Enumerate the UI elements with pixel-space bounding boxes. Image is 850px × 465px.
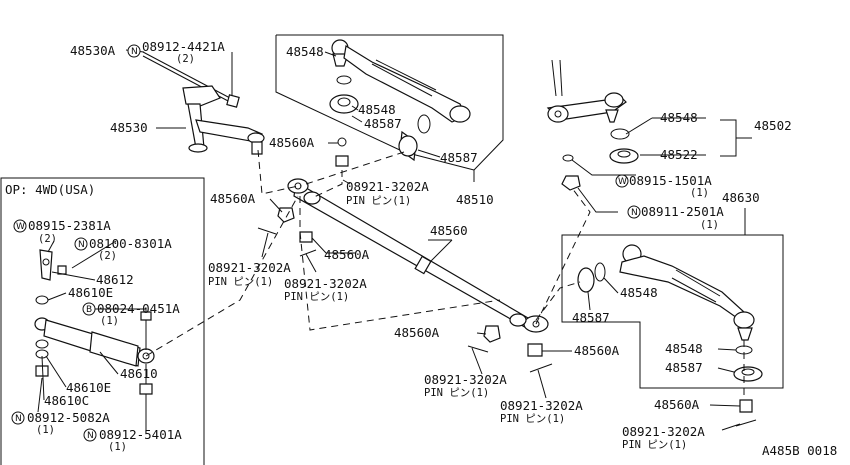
symbol-w-2: [13, 219, 27, 233]
label-48560A-f: 48560A: [574, 343, 620, 358]
tie-rod-end-48510: [329, 39, 471, 162]
label-08921-3202A-c: 08921-3202A: [284, 276, 367, 291]
label-08921-3202A-b: 08921-3202A: [208, 260, 291, 275]
svg-text:B: B: [86, 305, 92, 315]
label-08912-4421A: 08912-4421A: [142, 39, 225, 54]
label-48587-d: 48587: [665, 360, 703, 375]
label-48548-d: 48548: [620, 285, 658, 300]
svg-text:W: W: [618, 177, 627, 187]
pin-label-d: PIN ピン(1): [424, 387, 489, 399]
svg-text:N: N: [78, 240, 85, 250]
symbol-n-3: [74, 237, 88, 251]
svg-text:N: N: [131, 47, 138, 57]
label-48610: 48610: [120, 366, 158, 381]
idler-arm-48530: [142, 51, 265, 155]
symbol-n-4: [11, 411, 25, 425]
label-48548-c: 48548: [660, 110, 698, 125]
label-48587-b: 48587: [440, 150, 478, 165]
label-48502: 48502: [754, 118, 792, 133]
pin-label-f: PIN ピン(1): [622, 439, 687, 451]
label-08915-1501A: 08915-1501A: [629, 173, 712, 188]
label-08921-3202A-e: 08921-3202A: [500, 398, 583, 413]
svg-text:W: W: [16, 222, 25, 232]
label-08912-5401A: 08912-5401A: [99, 427, 182, 442]
label-48630: 48630: [722, 190, 760, 205]
qty-08912-4421A: (2): [176, 53, 195, 65]
box-48510: [276, 34, 504, 171]
label-48530: 48530: [110, 120, 148, 135]
label-48610E-b: 48610E: [66, 380, 111, 395]
diagram-code: A485B 0018: [762, 443, 837, 458]
svg-text:N: N: [87, 431, 94, 441]
symbol-w-1: [615, 174, 629, 188]
qty-08915-1501A: (1): [690, 187, 709, 199]
circled-symbols: N W N W N B N N: [11, 44, 641, 442]
dashed-connectors: [145, 149, 745, 400]
pin-label-e: PIN ピン(1): [500, 413, 565, 425]
label-08024-0451A: 08024-0451A: [97, 301, 180, 316]
label-48548-b: 48548: [358, 102, 396, 117]
symbol-n-5: [83, 428, 97, 442]
symbol-n-2: [627, 205, 641, 219]
label-48610E-a: 48610E: [68, 285, 113, 300]
label-08911-2501A: 08911-2501A: [641, 204, 724, 219]
option-label: OP: 4WD(USA): [5, 182, 95, 197]
label-08915-2381A: 08915-2381A: [28, 218, 111, 233]
qty-08912-5082A: (1): [36, 424, 55, 436]
svg-text:N: N: [631, 208, 638, 218]
symbol-b-1: [82, 302, 96, 316]
pin-label-c: PIN ピン(1): [284, 291, 349, 303]
label-48587-c: 48587: [572, 310, 610, 325]
pin-label-a: PIN ピン(1): [346, 195, 411, 207]
label-48610C: 48610C: [44, 393, 89, 408]
qty-08024-0451A: (1): [100, 315, 119, 327]
qty-08100-8301A: (2): [98, 250, 117, 262]
tie-rod-48560: [287, 178, 549, 333]
label-48548-e: 48548: [665, 341, 703, 356]
label-48510: 48510: [456, 192, 494, 207]
label-48560: 48560: [430, 223, 468, 238]
label-48560A-e: 48560A: [394, 325, 440, 340]
pitman-arm-48502: [546, 59, 639, 191]
pin-label-b: PIN ピン(1): [208, 276, 273, 288]
qty-08911-2501A: (1): [700, 219, 719, 231]
label-48560A-d: 48560A: [654, 397, 700, 412]
steering-damper-48610: [34, 249, 155, 395]
label-08921-3202A-a: 08921-3202A: [346, 179, 429, 194]
label-08921-3202A-d: 08921-3202A: [424, 372, 507, 387]
qty-08912-5401A: (1): [108, 441, 127, 453]
svg-text:N: N: [15, 414, 22, 424]
label-48587-a: 48587: [364, 116, 402, 131]
box-48630: [561, 234, 784, 389]
qty-08915-2381A: (2): [38, 233, 57, 245]
label-48522: 48522: [660, 147, 698, 162]
label-48612: 48612: [96, 272, 134, 287]
label-48530A: 48530A: [70, 43, 116, 58]
box-option-4wd: [0, 177, 205, 465]
label-48560A-a: 48560A: [269, 135, 315, 150]
label-08912-5082A: 08912-5082A: [27, 410, 110, 425]
label-08100-8301A: 08100-8301A: [89, 236, 172, 251]
label-48560A-c: 48560A: [324, 247, 370, 262]
tie-rod-end-48630: [577, 244, 763, 382]
label-48560A-b: 48560A: [210, 191, 256, 206]
label-08921-3202A-f: 08921-3202A: [622, 424, 705, 439]
label-48548-a: 48548: [286, 44, 324, 59]
part-labels: 48530A 08912-4421A (2) 48530 48548 48548…: [5, 39, 837, 458]
symbol-n-1: [127, 44, 141, 58]
